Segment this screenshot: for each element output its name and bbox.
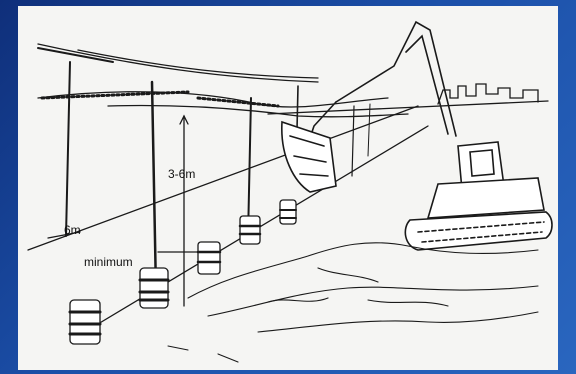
excavator-body: [428, 178, 544, 218]
wire-top-2: [78, 50, 318, 78]
road-edge-left: [28, 106, 418, 250]
excavation-illustration: 3-6m 6m minimum: [18, 6, 558, 370]
horizon-line: [268, 101, 548, 114]
height-range-label: 3-6m: [168, 168, 195, 180]
excavator-boom-inner: [406, 36, 448, 134]
distant-buildings: [438, 84, 538, 104]
minimum-label: minimum: [84, 256, 133, 268]
spacing-label: 6m: [64, 224, 81, 236]
excavator: [282, 22, 552, 250]
excavator-bucket: [282, 122, 336, 192]
line-drawing: [18, 6, 558, 370]
pole-2: [152, 82, 156, 292]
pole-6: [368, 104, 370, 156]
pole-1: [66, 62, 70, 236]
trench-spoil: [168, 243, 538, 362]
